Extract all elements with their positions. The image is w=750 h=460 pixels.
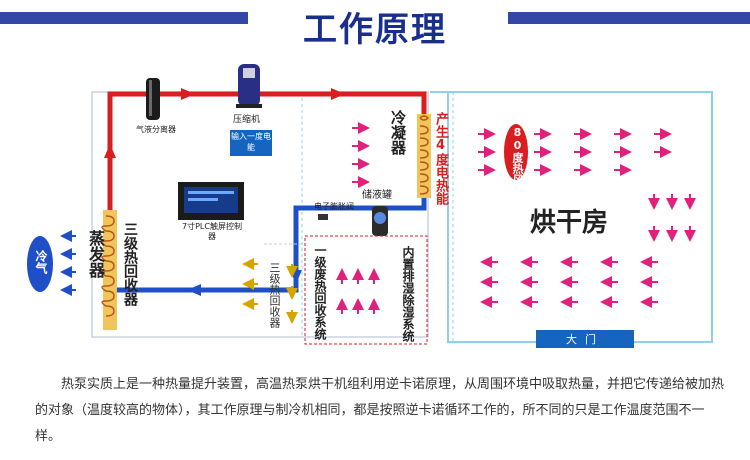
- compressor-badge-bg: [230, 130, 272, 156]
- evaporator-coil: [101, 215, 115, 317]
- valve-label: 电子膨胀阀: [314, 202, 354, 211]
- title-bar-left: [0, 12, 248, 24]
- page-title: 工作原理: [303, 10, 447, 50]
- plc-label: 7寸PLC触屏控制器: [182, 222, 242, 241]
- condenser-label: 冷凝器: [389, 110, 407, 155]
- compressor-badge-label: 输入一度电能: [231, 132, 271, 152]
- hot-air-label: 80度热风: [511, 126, 524, 185]
- diagram: [27, 64, 713, 348]
- recovery2-label: 三级热回收器: [268, 262, 281, 328]
- separator-label: 气液分离器: [136, 125, 176, 134]
- cold-air-label: 冷气: [34, 250, 48, 274]
- first-recovery-box: [304, 235, 428, 345]
- valve-icon: [318, 214, 328, 220]
- evaporator-label: 蒸发器: [86, 230, 105, 278]
- room-arrows-top: [478, 128, 672, 176]
- door-label: 大门: [566, 333, 604, 346]
- hot-air-badge: [504, 124, 528, 180]
- recovery-arrows-left: [242, 258, 258, 310]
- recovery-arrows-up: [336, 268, 380, 314]
- cold-air-arrows: [60, 230, 76, 296]
- compressor-label: 压缩机: [233, 115, 261, 125]
- dehumid-label: 内置排湿除湿系统: [401, 246, 415, 342]
- first-recovery-label: 一级废热回收系统: [313, 244, 327, 340]
- tank-label: 储液罐: [362, 190, 392, 201]
- condenser-coil: [419, 115, 430, 195]
- description-paragraph: 热泵实质上是一种热量提升装置，高温热泵烘干机组利用逆卡诺原理，从周围环境中吸取热…: [35, 377, 725, 444]
- room-arrows-bottom: [480, 256, 658, 308]
- produce-label: 产生4度电热能: [433, 112, 448, 205]
- condenser-arrows: [352, 122, 370, 188]
- drying-room-label: 烘干房: [530, 208, 609, 238]
- door: [536, 330, 634, 348]
- separator-icon: [146, 78, 160, 120]
- room-arrows-down: [648, 194, 696, 242]
- recovery-label: 三级热回收器: [122, 222, 138, 306]
- title-bar-right: [508, 12, 750, 24]
- cold-air-badge: [27, 236, 53, 292]
